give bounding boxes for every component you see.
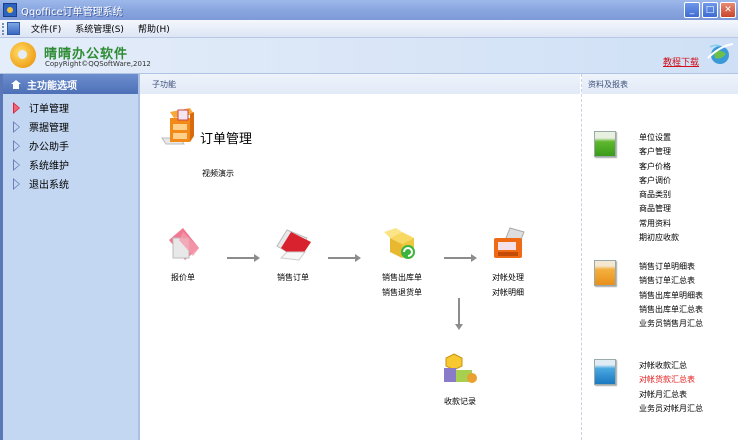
triangle-icon xyxy=(13,139,20,152)
order-cabinet-icon xyxy=(161,108,194,145)
sales-order-folder-icon xyxy=(276,229,311,261)
globe-icon xyxy=(707,43,734,64)
box-refresh-icon xyxy=(384,228,415,259)
link-common-data[interactable]: 常用资料 xyxy=(639,218,671,228)
sidebar-item-exit-system[interactable]: 退出系统 xyxy=(3,174,138,193)
menu-app-icon[interactable] xyxy=(7,22,20,35)
link-product-management[interactable]: 商品管理 xyxy=(639,204,671,214)
link-unit-settings[interactable]: 单位设置 xyxy=(639,133,671,142)
link-reconciliation-monthly-summary[interactable]: 对帐月汇总表 xyxy=(639,389,687,399)
close-button[interactable]: ✕ xyxy=(720,2,736,18)
arrow-down-icon xyxy=(455,298,463,330)
menu-file[interactable]: 文件(F) xyxy=(31,25,62,35)
title-bar: Qqoffice订单管理系统 _ □ ✕ xyxy=(0,0,738,20)
window-title: Qqoffice订单管理系统 xyxy=(21,6,123,18)
sales-order-node[interactable]: 销售订单 xyxy=(268,226,318,283)
sidebar-item-office-assistant[interactable]: 办公助手 xyxy=(3,136,138,155)
link-salesperson-monthly-sales[interactable]: 业务员销售月汇总 xyxy=(639,319,703,329)
payment-record-icon xyxy=(444,353,477,383)
tutorial-download-link[interactable]: 教程下载 xyxy=(663,58,700,68)
video-demo-link[interactable]: 视频演示 xyxy=(202,169,234,178)
blue-report-icon xyxy=(594,359,616,385)
reconciliation-detail-label: 对帐明细 xyxy=(492,288,524,297)
arrow-right-icon xyxy=(227,254,260,262)
arrow-right-icon xyxy=(328,254,361,262)
triangle-icon xyxy=(13,158,20,171)
menu-system-management[interactable]: 系统管理(S) xyxy=(75,25,124,35)
sidebar-header-label: 主功能选项 xyxy=(27,80,77,92)
link-sales-order-summary[interactable]: 销售订单汇总表 xyxy=(639,276,695,286)
quote-document-icon xyxy=(169,228,199,260)
link-sales-order-detail[interactable]: 销售订单明细表 xyxy=(639,262,695,271)
app-icon xyxy=(3,3,17,17)
sidebar-item-label: 订单管理 xyxy=(29,104,69,115)
menu-help[interactable]: 帮助(H) xyxy=(137,25,170,35)
link-outbound-detail[interactable]: 销售出库单明细表 xyxy=(639,290,703,300)
sidebar-item-system-maintenance[interactable]: 系统维护 xyxy=(3,155,138,174)
maximize-button[interactable]: □ xyxy=(702,2,718,18)
panel-header: 资料及报表 xyxy=(582,74,738,94)
sidebar-item-label: 票据管理 xyxy=(29,123,69,134)
link-customer-price-adjust[interactable]: 客户调价 xyxy=(639,175,671,185)
reconciliation-process-label: 对帐处理 xyxy=(492,273,524,282)
link-reconciliation-payment-summary[interactable]: 对帐货款汇总表 xyxy=(639,375,695,385)
link-product-category[interactable]: 商品类别 xyxy=(639,190,671,200)
quote-label: 报价单 xyxy=(171,273,195,282)
sales-return-label: 销售退货单 xyxy=(382,288,422,297)
quote-node[interactable]: 报价单 xyxy=(158,226,208,283)
sidebar-item-label: 办公助手 xyxy=(29,142,69,153)
sales-outbound-label: 销售出库单 xyxy=(382,273,422,282)
link-salesperson-reconciliation-monthly[interactable]: 业务员对帐月汇总 xyxy=(639,403,703,413)
sidebar-item-label: 系统维护 xyxy=(29,161,69,172)
sub-function-panel: 子功能 订单管理 视频演示 报价单 销售订单 xyxy=(140,74,580,440)
copyright-text: CopyRight©QQSoftWare,2012 xyxy=(45,60,151,68)
module-title: 订单管理 xyxy=(200,132,253,147)
minimize-button[interactable]: _ xyxy=(684,2,700,18)
orange-report-icon xyxy=(594,260,616,286)
link-opening-receivables[interactable]: 期初应收款 xyxy=(639,233,679,243)
logo-q-icon xyxy=(10,42,36,68)
sidebar-item-order-management[interactable]: 订单管理 xyxy=(3,98,138,117)
sidebar-item-label: 退出系统 xyxy=(29,180,69,191)
link-outbound-summary[interactable]: 销售出库单汇总表 xyxy=(639,304,703,314)
reconciliation-node[interactable]: 对帐处理 对帐明细 xyxy=(482,226,534,298)
triangle-icon xyxy=(13,177,20,190)
triangle-icon xyxy=(13,120,20,133)
panel-header: 子功能 xyxy=(140,74,580,94)
toolbar-grip[interactable] xyxy=(2,22,4,35)
green-report-icon xyxy=(594,131,616,157)
link-customer-management[interactable]: 客户管理 xyxy=(639,147,671,157)
payment-record-label: 收款记录 xyxy=(444,397,476,406)
banner: 晴晴办公软件 CopyRight©QQSoftWare,2012 xyxy=(0,38,738,74)
link-customer-price[interactable]: 客户价格 xyxy=(639,161,671,171)
sales-order-label: 销售订单 xyxy=(277,273,309,282)
sidebar-item-invoice-management[interactable]: 票据管理 xyxy=(3,117,138,136)
reconciliation-printer-icon xyxy=(494,227,525,258)
menu-bar: 文件(F) 系统管理(S) 帮助(H) xyxy=(0,20,738,38)
logo-text: 晴晴办公软件 xyxy=(44,47,129,62)
data-reports-panel: 资料及报表 单位设置 客户管理 客户价格 客户调价 商品类别 商品管理 常用资料… xyxy=(581,74,738,440)
home-icon xyxy=(11,79,21,89)
link-reconciliation-receipt-summary[interactable]: 对帐收款汇总 xyxy=(639,361,687,370)
payment-record-node[interactable]: 收款记录 xyxy=(434,352,486,407)
sidebar: 主功能选项 订单管理 票据管理 办公助手 系统维护 退出系统 xyxy=(0,74,140,440)
sales-outbound-node[interactable]: 销售出库单 销售退货单 xyxy=(372,226,432,298)
triangle-active-icon xyxy=(13,101,20,114)
sidebar-header: 主功能选项 xyxy=(3,74,138,94)
arrow-right-icon xyxy=(444,254,477,262)
